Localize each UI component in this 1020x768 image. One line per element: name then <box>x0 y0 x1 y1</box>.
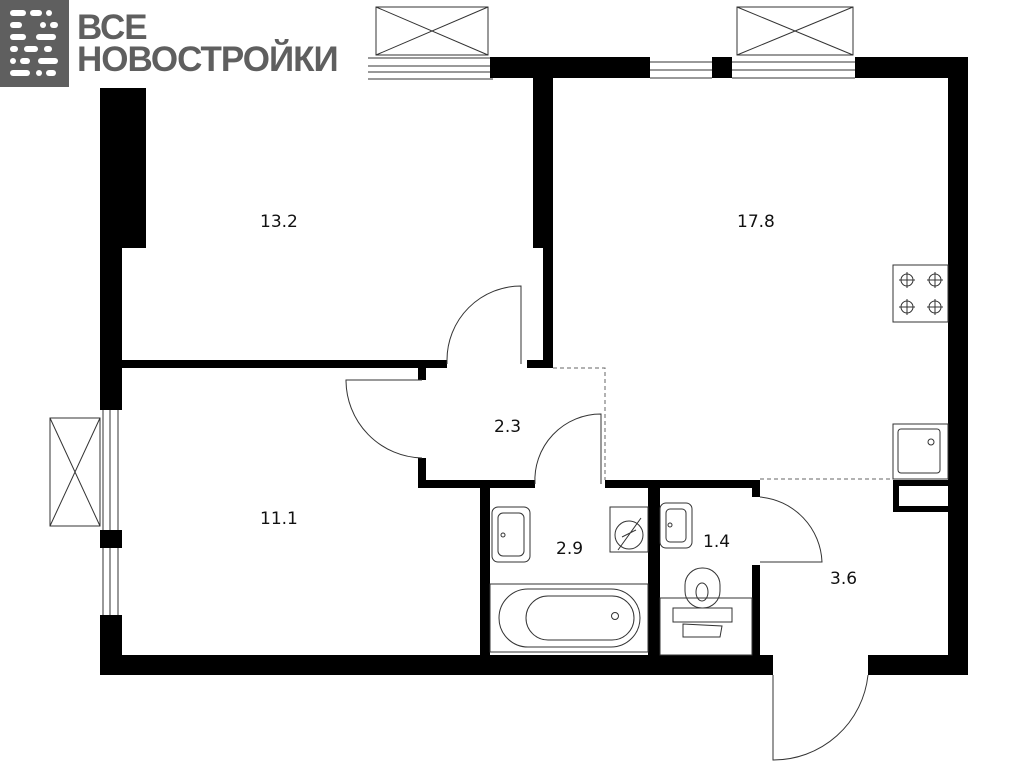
logo-line-1: ВСЕ <box>77 7 148 47</box>
doors <box>345 285 869 761</box>
room-area-toilet: 1.4 <box>703 532 730 552</box>
bathtub-icon <box>489 583 649 653</box>
room-area-bedroom-1: 13.2 <box>260 212 298 232</box>
window-top-right <box>650 6 855 79</box>
room-area-corridor: 2.3 <box>494 417 521 437</box>
stove-icon <box>892 264 949 323</box>
room-area-kitchen-living: 17.8 <box>737 212 775 232</box>
kitchen-sink-icon <box>892 423 949 480</box>
logo-text: ВСЕ НОВОСТРОЙКИ <box>77 7 339 79</box>
bathroom-sink-icon <box>491 506 531 563</box>
logo-mark-icon <box>0 0 69 87</box>
room-area-bathroom: 2.9 <box>556 539 583 559</box>
washing-machine-icon <box>609 506 649 553</box>
window-left <box>49 410 119 615</box>
logo: ВСЕ НОВОСТРОЙКИ <box>0 0 339 87</box>
room-area-bedroom-2: 11.1 <box>260 509 298 529</box>
logo-line-2: НОВОСТРОЙКИ <box>77 39 339 79</box>
zone-dividers <box>553 367 893 480</box>
walls <box>100 57 968 675</box>
toilet-sink-icon <box>659 502 693 549</box>
toilet-icon <box>659 567 753 656</box>
window-top-left <box>368 6 493 80</box>
room-area-hallway: 3.6 <box>830 569 857 589</box>
